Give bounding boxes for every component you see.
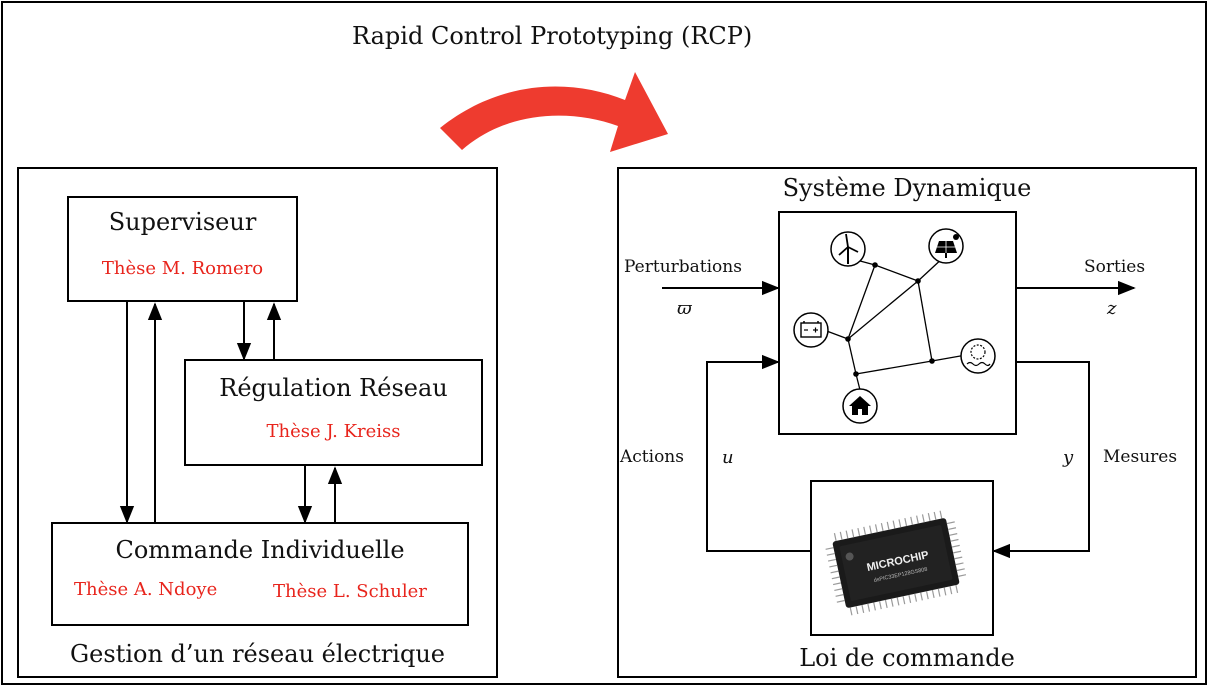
perturbation-symbol: ϖ — [677, 298, 692, 319]
graph-nodes — [845, 262, 935, 377]
right-panel — [617, 167, 1197, 678]
superviseur-label: Superviseur — [108, 208, 257, 236]
regulation-box — [184, 359, 483, 466]
output-symbol: z — [1107, 298, 1117, 319]
system-title: Système Dynamique — [782, 174, 1032, 202]
wind-turbine-icon — [830, 231, 866, 267]
actions-label: Actions — [620, 447, 684, 467]
left-panel-arrows — [119, 302, 343, 524]
regulation-thesis: Thèse J. Kreiss — [266, 421, 401, 442]
controller-box — [810, 480, 994, 636]
right-panel-arrows — [662, 280, 1136, 559]
controller-caption: Loi de commande — [799, 644, 1015, 672]
commande-thesis-b: Thèse L. Schuler — [273, 581, 427, 602]
perturbations-label: Perturbations — [624, 257, 742, 277]
left-panel-caption: Gestion d’un réseau électrique — [69, 640, 445, 668]
measure-feedback-arrow — [992, 361, 1090, 559]
left-panel — [17, 167, 498, 678]
action-symbol: u — [722, 447, 734, 468]
regulation-label: Régulation Réseau — [219, 374, 448, 402]
commande-thesis-a: Thèse A. Ndoye — [74, 579, 218, 600]
measure-symbol: y — [1063, 447, 1074, 468]
battery-icon — [793, 312, 829, 348]
curved-arrow-icon — [440, 72, 668, 152]
measures-label: Mesures — [1103, 447, 1178, 467]
microcontroller-chip-icon: MICROCHIP dsPIC33EP128GS808 — [825, 510, 967, 616]
house-icon — [842, 388, 878, 424]
diagram-title: Rapid Control Prototyping (RCP) — [352, 22, 753, 50]
outputs-label: Sorties — [1084, 257, 1146, 277]
commande-box — [51, 522, 469, 626]
action-arrow — [706, 354, 810, 552]
superviseur-thesis: Thèse M. Romero — [101, 258, 264, 279]
superviseur-box — [67, 196, 298, 302]
solar-panel-icon — [928, 228, 964, 264]
commande-label: Commande Individuelle — [115, 536, 405, 564]
hydro-turbine-icon — [960, 338, 996, 374]
dynamic-system-box — [778, 211, 1017, 435]
